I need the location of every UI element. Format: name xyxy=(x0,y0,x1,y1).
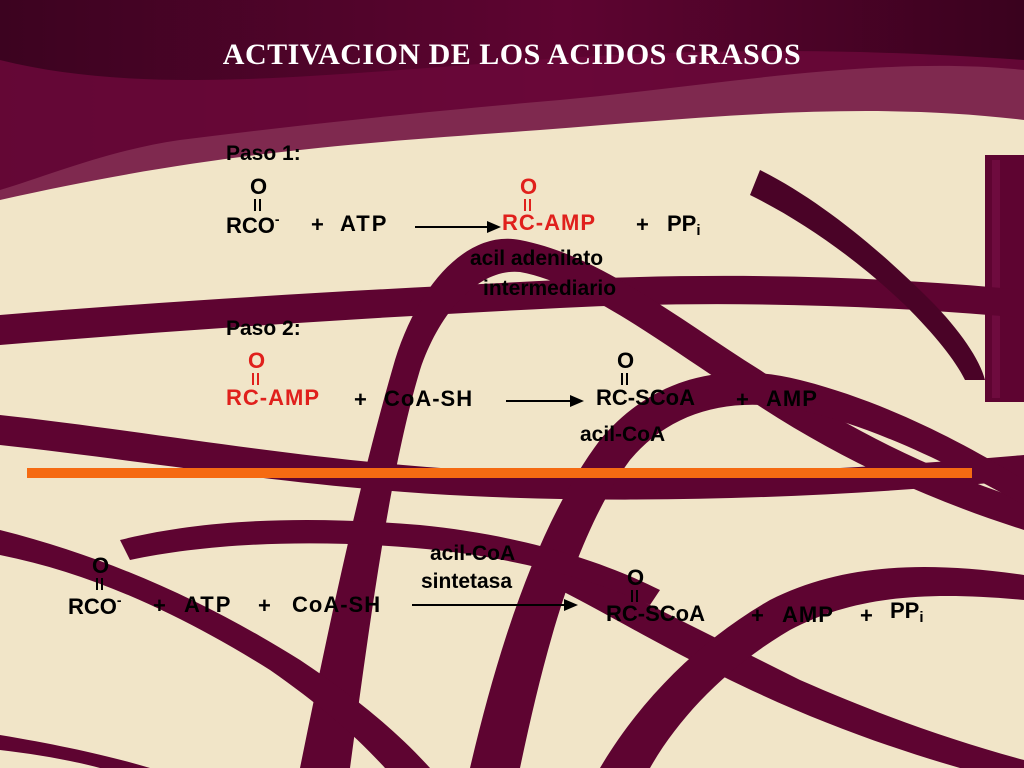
step1-reactant-oxygen: O xyxy=(250,174,268,199)
step1-plus-1: + xyxy=(311,212,324,237)
step1-product-oxygen: O xyxy=(520,174,538,199)
step2-reaction-arrow xyxy=(506,395,584,407)
overall-reaction-arrow xyxy=(412,599,578,611)
step1-product1: RC-AMP xyxy=(502,210,596,235)
ribbon-7 xyxy=(600,567,1024,768)
overall-reactant3: CoA-SH xyxy=(292,592,382,617)
overall-product-double-bond xyxy=(631,590,638,602)
step2-reactant-double-bond xyxy=(252,373,259,385)
step1-reactant-double-bond xyxy=(254,199,261,211)
step1-reaction-arrow xyxy=(415,221,501,233)
overall-plus-1: + xyxy=(153,593,166,618)
step2-label: Paso 2: xyxy=(226,317,301,340)
step1-product2: PPi xyxy=(667,211,701,239)
overall-product-oxygen: O xyxy=(627,565,645,590)
ribbon-9 xyxy=(750,170,985,380)
overall-product3: PPi xyxy=(890,598,924,626)
overall-plus-2: + xyxy=(258,593,271,618)
step1-plus-2: + xyxy=(636,212,649,237)
step2-product-oxygen: O xyxy=(617,348,635,373)
ribbon-1 xyxy=(0,275,1024,345)
top-ribbon-wave xyxy=(0,51,1024,200)
step2-reactant-oxygen: O xyxy=(248,348,266,373)
step1-product-double-bond xyxy=(524,199,531,211)
step2-reactant2: CoA-SH xyxy=(384,386,474,411)
step1-label: Paso 1: xyxy=(226,142,301,165)
step1-reactant1: RCO- xyxy=(226,211,280,238)
section-divider xyxy=(27,468,972,478)
overall-product2: AMP xyxy=(782,602,834,627)
step2-product1: RC-SCoA xyxy=(596,385,695,410)
overall-product1: RC-SCoA xyxy=(606,601,705,626)
enzyme-label-line1: acil-CoA xyxy=(430,542,516,565)
step1-product-label-line1: acil adenilato xyxy=(470,247,604,270)
overall-plus-4: + xyxy=(860,603,873,628)
step1-product-label-line2: intermediario xyxy=(483,277,617,300)
slide-title: ACTIVACION DE LOS ACIDOS GRASOS xyxy=(222,38,802,71)
enzyme-label-line2: sintetasa xyxy=(421,570,513,593)
step2-product-double-bond xyxy=(621,373,628,385)
ribbon-8 xyxy=(0,735,150,768)
overall-reactant-oxygen: O xyxy=(92,553,110,578)
step2-plus-1: + xyxy=(354,387,367,412)
ribbon-6 xyxy=(560,560,1024,768)
overall-reactant2: ATP xyxy=(184,592,233,617)
ribbon-2 xyxy=(0,415,1024,500)
overall-reactant-double-bond xyxy=(96,578,103,590)
ribbon-10 xyxy=(120,520,660,605)
overall-reactant1: RCO- xyxy=(68,592,122,619)
step2-product2: AMP xyxy=(766,386,818,411)
ribbon-4 xyxy=(0,530,430,768)
step2-plus-2: + xyxy=(736,387,749,412)
right-edge-ribbon xyxy=(985,155,1024,402)
step2-reactant1: RC-AMP xyxy=(226,385,320,410)
right-edge-stripe xyxy=(992,160,1000,398)
overall-plus-3: + xyxy=(751,603,764,628)
step2-product-label: acil-CoA xyxy=(580,423,666,446)
step1-reactant2: ATP xyxy=(340,211,389,236)
